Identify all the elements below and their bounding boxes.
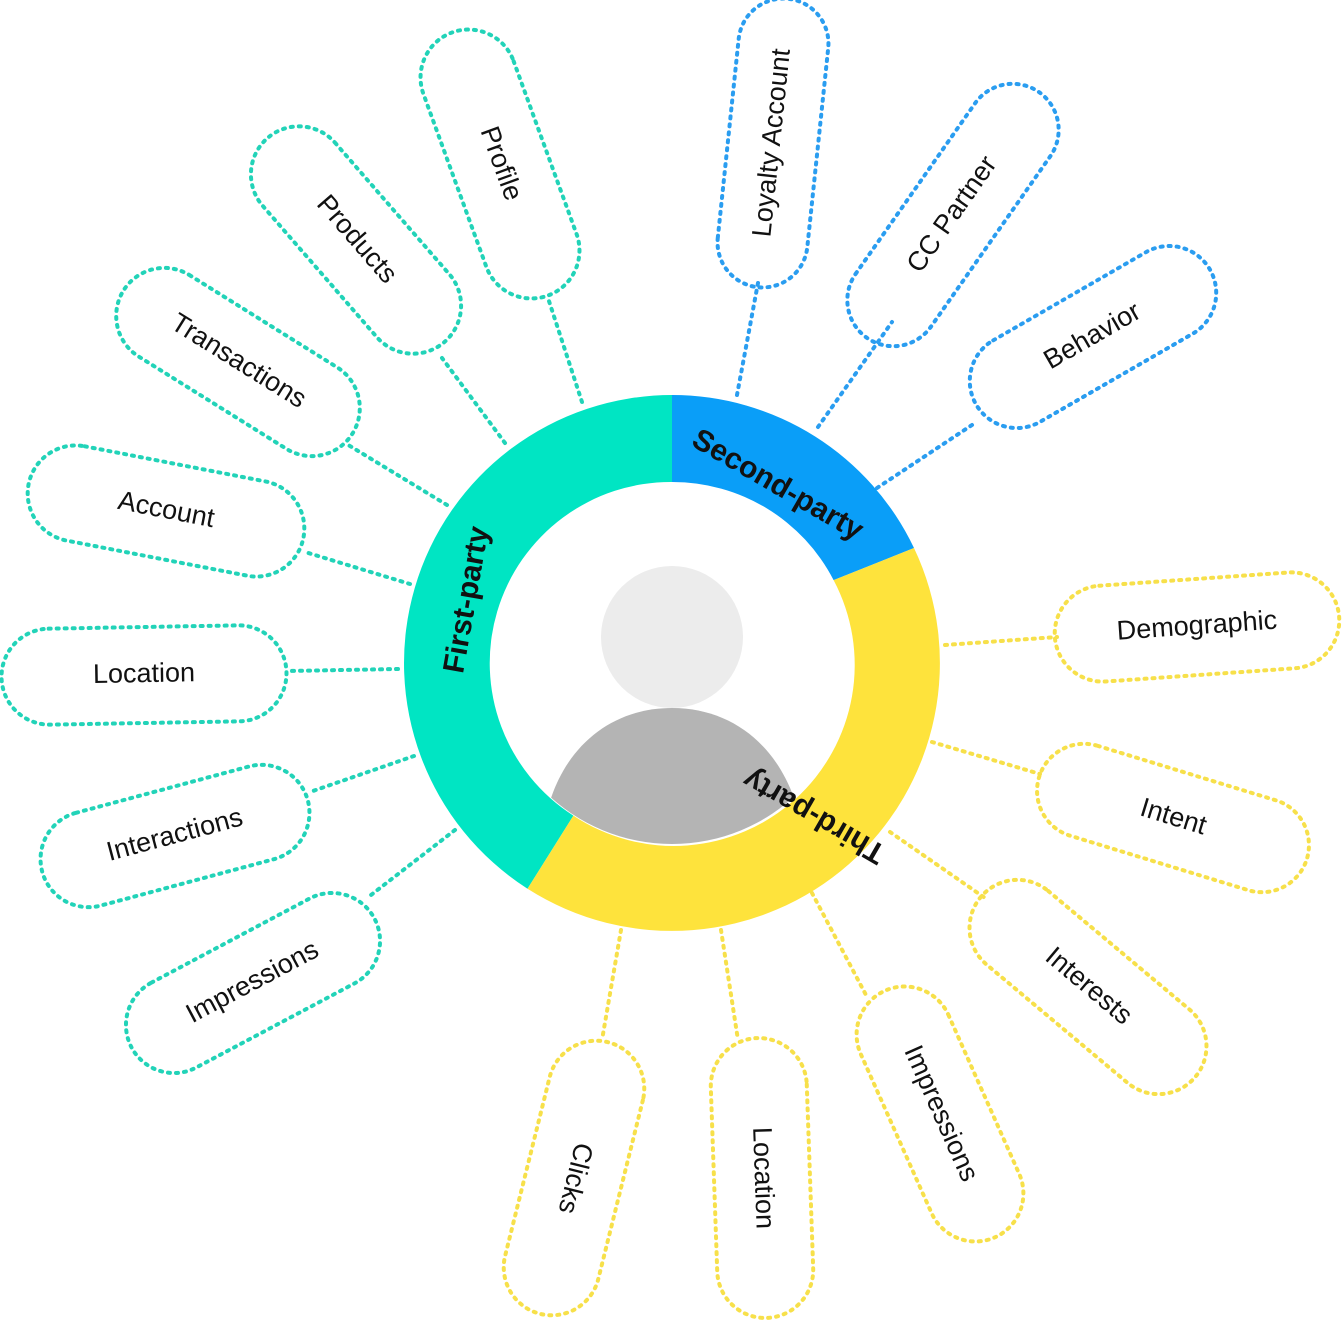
pill-label: Clicks — [553, 1140, 600, 1217]
pill-label: Profile — [475, 122, 529, 204]
pill-label: Location — [747, 1126, 781, 1229]
first-connector-products — [440, 356, 507, 445]
pill-outline — [845, 81, 1061, 349]
pill-label: CC Partner — [900, 150, 1002, 278]
third-connector-clicks — [600, 928, 623, 1042]
pill-outline — [708, 1036, 816, 1320]
user-avatar-icon — [551, 566, 794, 844]
second-connector-behavior — [875, 421, 977, 490]
first-pill-impressions: Impressions — [123, 890, 383, 1076]
second-pill-loyalty-account: Loyalty Account — [715, 0, 831, 290]
third-connector-location — [719, 928, 740, 1042]
pill-outline — [114, 265, 362, 459]
second-pill-cc-partner: CC Partner — [845, 81, 1061, 349]
pill-outline — [1035, 741, 1311, 895]
third-pill-clicks: Clicks — [501, 1038, 647, 1318]
pill-label: Transactions — [166, 307, 312, 414]
first-pill-interactions: Interactions — [38, 762, 312, 910]
pill-outline — [967, 877, 1209, 1097]
first-connector-transactions — [343, 441, 449, 507]
second-party-segment — [672, 395, 914, 581]
avatar-head — [601, 566, 743, 708]
first-connector-impressions — [369, 828, 457, 897]
first-pill-profile: Profile — [418, 27, 582, 301]
pill-outline — [418, 27, 582, 301]
second-pill-behavior: Behavior — [967, 244, 1219, 430]
pill-outline — [123, 890, 383, 1076]
pill-label: Impressions — [181, 934, 324, 1029]
second-connector-loyalty-account — [735, 281, 760, 397]
pill-label: Demographic — [1116, 605, 1278, 646]
pill-outline — [715, 0, 831, 290]
first-pill-location: Location — [0, 623, 289, 727]
first-party-segment — [404, 395, 672, 889]
avatar-body — [551, 708, 794, 844]
third-pill-interests: Interests — [967, 877, 1209, 1097]
pill-label: Intent — [1137, 792, 1211, 841]
pill-label: Interactions — [103, 802, 246, 867]
third-connector-impressions — [810, 891, 868, 997]
first-connector-account — [303, 550, 412, 586]
second-connector-cc-partner — [816, 320, 894, 429]
pill-label: Location — [93, 657, 196, 689]
third-pill-impressions: Impressions — [854, 984, 1026, 1244]
first-pill-account: Account — [25, 443, 307, 579]
pill-outline — [0, 623, 289, 727]
first-connector-interactions — [308, 754, 416, 794]
connectors — [285, 281, 1059, 1042]
third-party-segment — [527, 548, 940, 931]
pill-outline — [967, 244, 1219, 430]
pill-outline — [248, 124, 464, 356]
pill-label: Account — [116, 485, 218, 533]
third-connector-interests — [888, 830, 987, 900]
third-pill-demographic: Demographic — [1052, 570, 1342, 684]
pill-outline — [25, 443, 307, 579]
first-connector-location — [285, 667, 400, 673]
third-pill-location: Location — [708, 1036, 816, 1320]
pill-label: Loyalty Account — [746, 47, 796, 239]
first-pill-transactions: Transactions — [114, 265, 362, 459]
third-pill-intent: Intent — [1035, 741, 1311, 895]
pill-outline — [854, 984, 1026, 1244]
pill-label: Behavior — [1038, 296, 1145, 375]
ring — [404, 395, 940, 931]
first-connector-profile — [546, 296, 584, 404]
pill-outline — [38, 762, 312, 910]
third-connector-intent — [930, 740, 1042, 776]
third-connector-demographic — [943, 635, 1059, 647]
pill-outline — [1052, 570, 1342, 684]
pill-outline — [501, 1038, 647, 1318]
